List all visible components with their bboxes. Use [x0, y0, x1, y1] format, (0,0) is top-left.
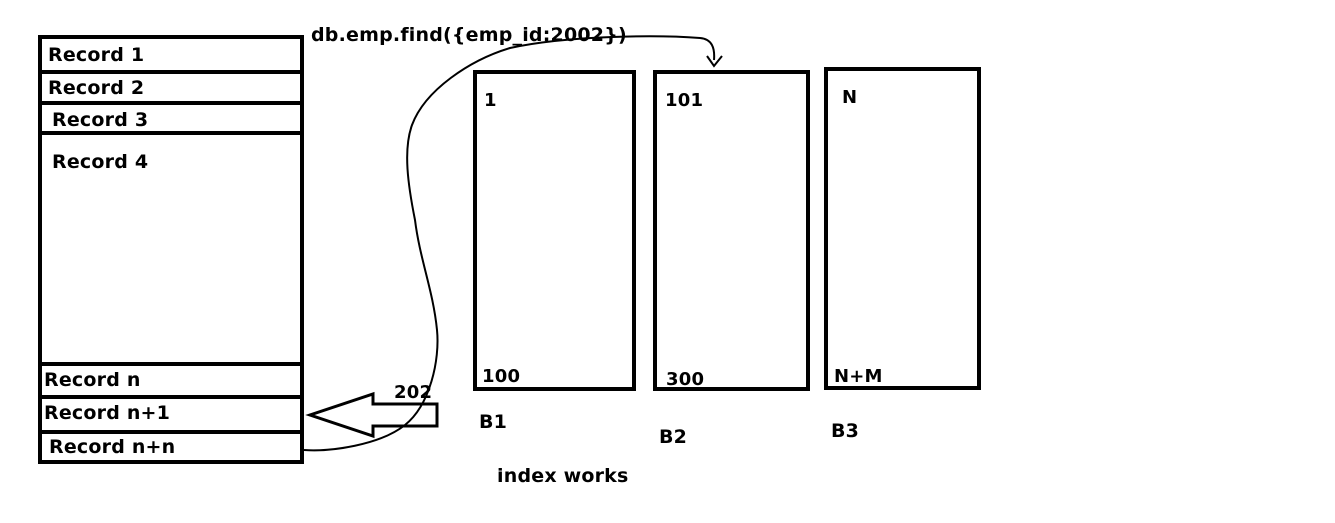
lookup-path-curve	[303, 35, 716, 452]
bucket-name: B2	[659, 426, 688, 448]
record-label: Record 4	[52, 151, 149, 173]
bucket-end: N+M	[834, 366, 883, 387]
bucket-end: 100	[482, 366, 521, 387]
record-label: Record 1	[48, 44, 145, 66]
query-text: db.emp.find({emp_id:2002})	[311, 24, 627, 46]
bucket-name: B3	[831, 420, 860, 442]
bucket-end: 300	[666, 369, 705, 390]
bucket-start: 1	[484, 90, 497, 111]
record-table-frame	[38, 35, 304, 464]
bucket-b2	[653, 70, 810, 391]
lookup-arrowhead-icon	[706, 55, 723, 68]
record-label: Record n	[44, 369, 141, 391]
bucket-b3	[824, 67, 981, 390]
bucket-name: B1	[479, 411, 508, 433]
result-arrow-icon	[305, 391, 439, 439]
bucket-b1	[473, 70, 636, 391]
record-label: Record n+n	[49, 436, 176, 458]
bucket-start: N	[842, 87, 858, 108]
bucket-start: 101	[665, 90, 704, 111]
diagram-caption: index works	[497, 465, 629, 487]
record-label: Record 3	[52, 109, 149, 131]
record-label: Record 2	[48, 77, 145, 99]
pointer-label: 202	[394, 382, 433, 403]
record-label: Record n+1	[44, 402, 171, 424]
